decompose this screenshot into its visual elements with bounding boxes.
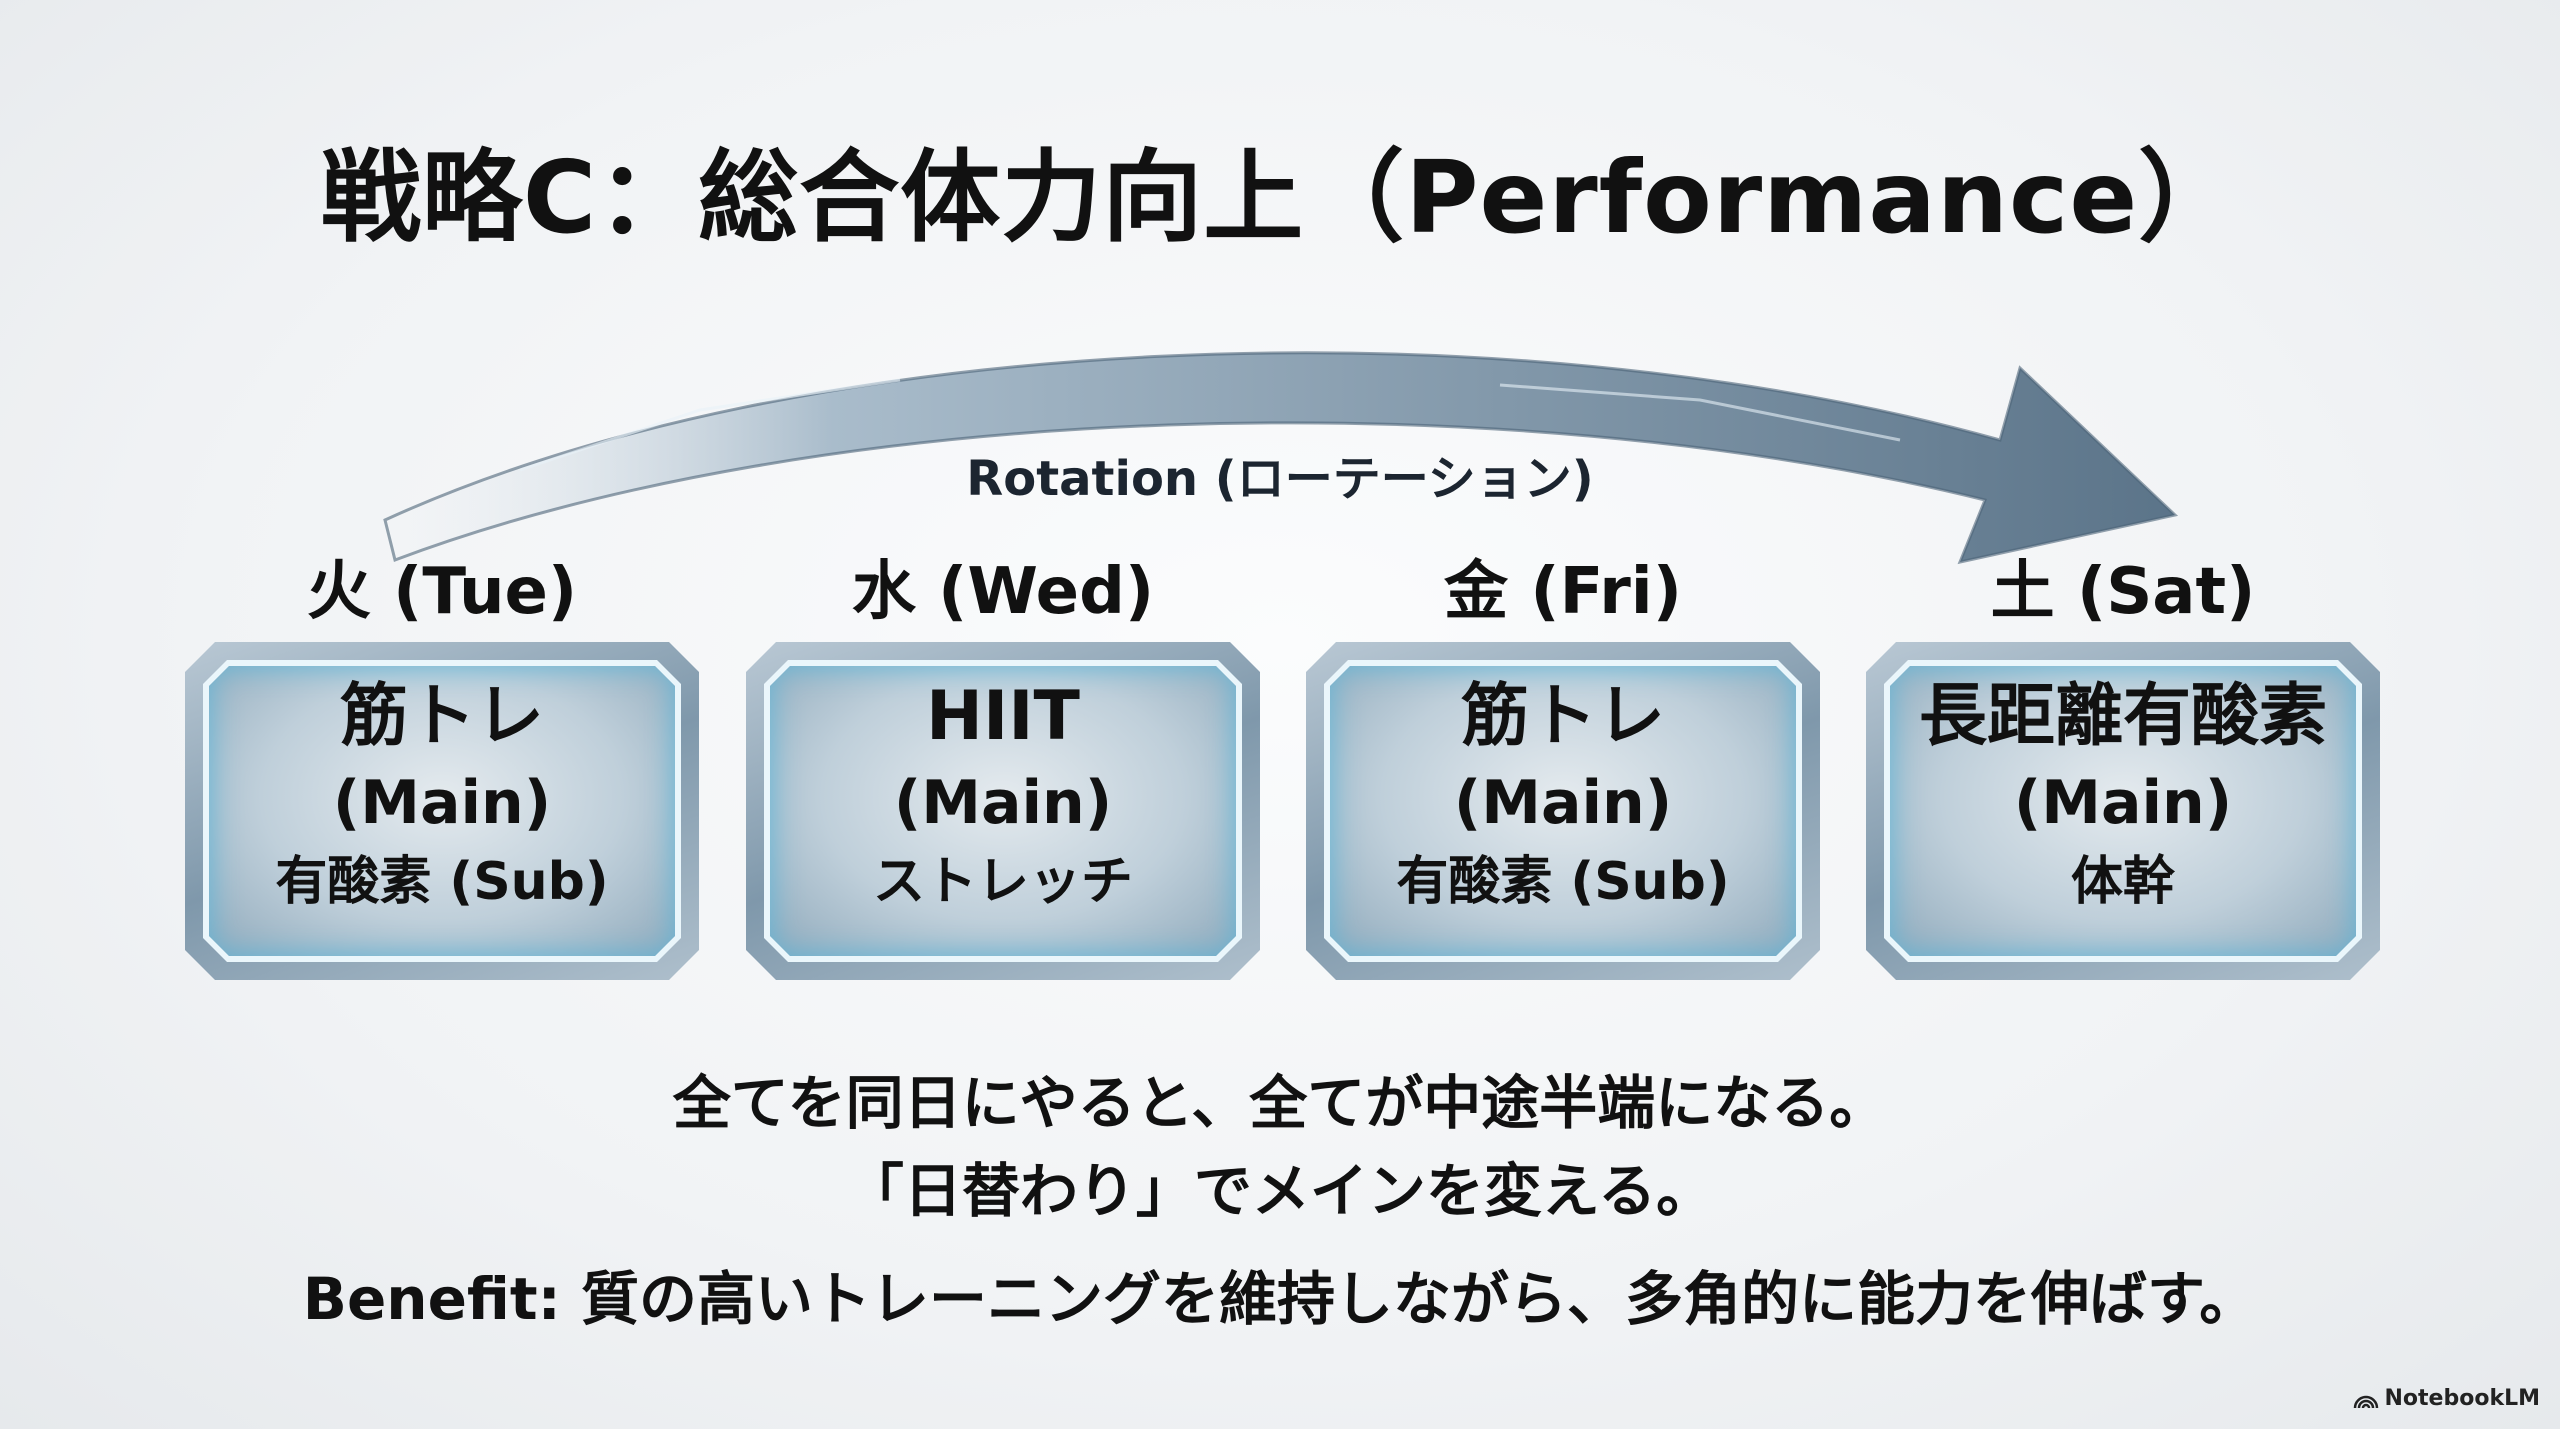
card-main: 筋トレ [1460,677,1665,756]
benefit-text: Benefit: 質の高いトレーニングを維持しながら、多角的に能力を伸ばす。 [302,1265,2258,1333]
card-main-tag: (Main) [332,768,552,838]
card-sub: 有酸素 (Sub) [1396,852,1730,912]
notebooklm-logo-icon [2353,1396,2378,1409]
day-label-wed: 水 (Wed) [851,555,1155,629]
card-main: HIIT [926,677,1080,756]
slide-title: 戦略C：総合体力向上（Performance） [320,139,2240,256]
message-line-1: 全てを同日にやると、全てが中途半端になる。 [672,1069,1888,1137]
card-main: 筋トレ [339,677,544,756]
card-main-tag: (Main) [2013,768,2233,838]
card-main-tag: (Main) [1453,768,1673,838]
card-main: 長距離有酸素 [1918,677,2327,756]
day-label-fri: 金 (Fri) [1444,555,1682,629]
card-main-tag: (Main) [893,768,1113,838]
day-label-sat: 土 (Sat) [1990,555,2256,629]
day-label-tue: 火 (Tue) [306,555,578,629]
rotation-label: Rotation (ローテーション) [966,451,1594,507]
card-sub: ストレッチ [872,852,1133,912]
card-sat: 長距離有酸素 (Main) 体幹 [1866,642,2380,980]
card-sub: 有酸素 (Sub) [275,852,609,912]
card-fri: 筋トレ (Main) 有酸素 (Sub) [1306,642,1820,980]
card-wed: HIIT (Main) ストレッチ [746,642,1260,980]
card-tue: 筋トレ (Main) 有酸素 (Sub) [185,642,699,980]
brand-label: NotebookLM [2384,1386,2540,1411]
card-sub: 体幹 [2070,852,2175,912]
message-line-2: 「日替わり」でメインを変える。 [845,1157,1715,1225]
rotation-arrow-icon [383,351,2179,565]
notebooklm-watermark: NotebookLM [2353,1386,2540,1412]
